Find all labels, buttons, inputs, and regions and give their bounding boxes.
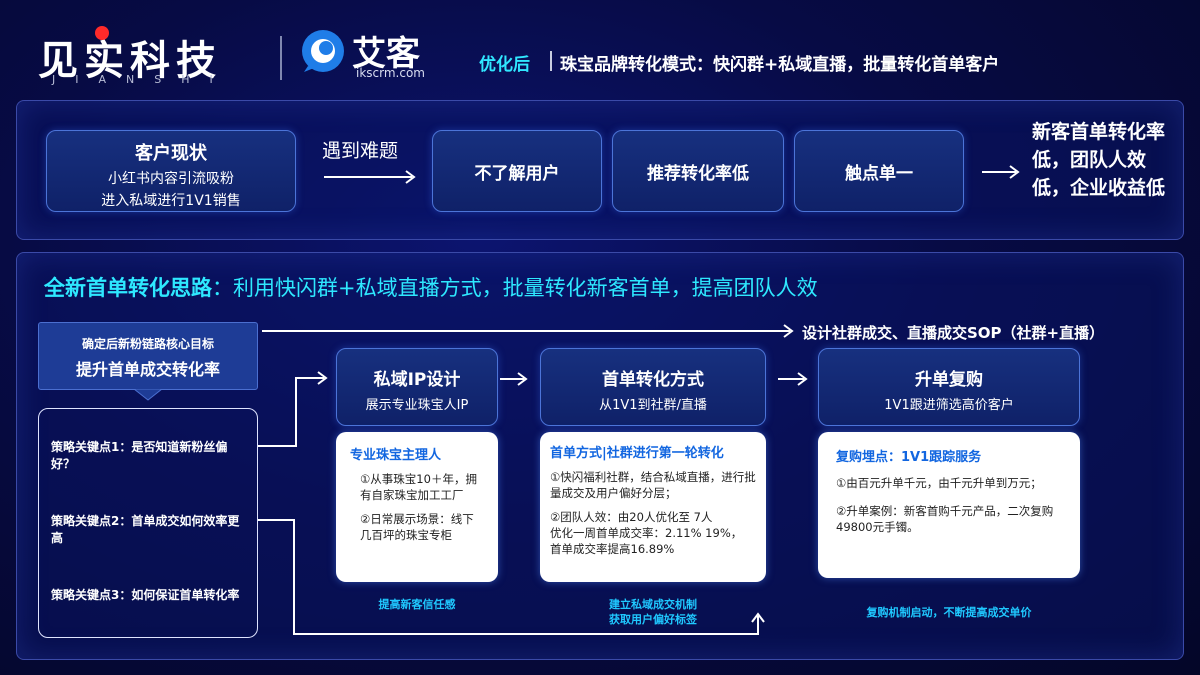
header-separator — [280, 36, 282, 80]
detail-text-3b: ②升单案例：新客首购千元产品，二次复购49800元手镯。 — [836, 504, 1054, 534]
approach-headline: 全新首单转化思路：利用快闪群+私域直播方式，批量转化新客首单，提高团队人效 — [44, 272, 818, 302]
flow-connectors — [258, 371, 765, 635]
sop-label: 设计社群成交、直播成交SOP（社群+直播） — [802, 324, 1105, 342]
arrow-right-icon — [324, 170, 416, 184]
brand-name: 见实科技 — [38, 38, 222, 84]
step-sub-3: 1V1跟进筛选高价客户 — [884, 398, 1014, 413]
core-goal-big: 提升首单成交转化率 — [75, 360, 220, 379]
customer-status-line2: 进入私域进行1V1销售 — [101, 193, 241, 209]
key-point-1: 策略关键点1：是否知道新粉丝偏好？ — [51, 440, 228, 471]
problem-card-1: 不了解用户 — [432, 130, 602, 212]
arrow-right-icon — [982, 165, 1020, 179]
sop-arrow-icon — [262, 324, 794, 338]
problem-label-1: 不了解用户 — [474, 163, 560, 184]
detail-text-2b: ②团队人效：由20人优化至 7人 — [550, 510, 713, 524]
header-bar — [550, 51, 552, 71]
goal-pointer-icon — [134, 389, 162, 401]
key-point-2: 策略关键点2：首单成交如何效率更高 — [51, 514, 240, 545]
customer-status-card: 客户现状 小红书内容引流吸粉 进入私域进行1V1销售 — [46, 130, 296, 212]
detail-text-1a: ①从事珠宝10＋年，拥有自家珠宝加工工厂 — [360, 472, 477, 502]
customer-status-title: 客户现状 — [135, 143, 207, 164]
note-trust: 提高新客信任感 — [378, 598, 456, 611]
note-preference: 获取用户偏好标签 — [609, 613, 697, 626]
step-card-upsell: 升单复购 1V1跟进筛选高价客户 — [818, 348, 1080, 426]
detail-text-1b: ②日常展示场景：线下几百坪的珠宝专柜 — [360, 512, 474, 542]
step-card-ip-design: 私域IP设计 展示专业珠宝人IP — [336, 348, 498, 426]
step-title-2: 首单转化方式 — [602, 370, 704, 390]
problem-label-2: 推荐转化率低 — [647, 163, 749, 184]
core-goal-box: 确定后新粉链路核心目标 提升首单成交转化率 — [38, 322, 258, 390]
brand-subtitle: JIANSHI — [52, 73, 233, 86]
problem-label-3: 触点单一 — [845, 163, 913, 184]
detail-title-2: 首单方式|社群进行第一轮转化 — [550, 446, 724, 461]
step-title-1: 私域IP设计 — [373, 370, 461, 390]
detail-text-2a: ①快闪福利社群，结合私域直播，进行批量成交及用户偏好分层； — [550, 470, 756, 500]
arrow-label: 遇到难题 — [322, 140, 399, 162]
step-sub-2: 从1V1到社群/直播 — [599, 398, 707, 413]
detail-title-1: 专业珠宝主理人 — [350, 448, 442, 463]
detail-card-upsell: 复购埋点：1V1跟踪服务 ①由百元升单千元，由千元升单到万元； ②升单案例：新客… — [818, 432, 1080, 578]
detail-text-2d: 首单成交率提高16.89% — [550, 542, 675, 556]
detail-text-2c: 优化一周首单成交率：2.11% 19%， — [550, 526, 743, 540]
arrow-right-icon — [778, 372, 808, 386]
key-points-box: 策略关键点1：是否知道新粉丝偏好？ 策略关键点2：首单成交如何效率更高 策略关键… — [38, 408, 258, 638]
detail-text-3a: ①由百元升单千元，由千元升单到万元； — [836, 476, 1042, 490]
logo-name: 艾客 — [352, 34, 420, 74]
step-title-3: 升单复购 — [915, 370, 983, 390]
detail-card-first-order: 首单方式|社群进行第一轮转化 ①快闪福利社群，结合私域直播，进行批量成交及用户偏… — [540, 432, 766, 582]
header-tag: 优化后 — [479, 55, 530, 75]
core-goal-small: 确定后新粉链路核心目标 — [81, 337, 214, 351]
brand-red-dot — [95, 26, 109, 40]
problem-card-2: 推荐转化率低 — [612, 130, 784, 212]
approach-headline-highlight: 全新首单转化思路 — [44, 276, 212, 300]
step-sub-1: 展示专业珠宝人IP — [365, 398, 469, 413]
arrow-right-icon — [500, 372, 528, 386]
note-repurchase: 复购机制启动，不断提高成交单价 — [866, 606, 1032, 619]
key-point-3: 策略关键点3：如何保证首单转化率 — [51, 588, 240, 602]
step-card-first-order: 首单转化方式 从1V1到社群/直播 — [540, 348, 766, 426]
customer-status-line1: 小红书内容引流吸粉 — [108, 171, 234, 187]
detail-title-3: 复购埋点：1V1跟踪服务 — [836, 450, 982, 465]
aike-logo-icon — [302, 30, 344, 72]
note-mechanism: 建立私域成交机制 — [609, 598, 697, 611]
problem-card-3: 触点单一 — [794, 130, 964, 212]
header-title: 珠宝品牌转化模式：快闪群+私域直播，批量转化首单客户 — [560, 55, 1000, 75]
detail-card-ip: 专业珠宝主理人 ①从事珠宝10＋年，拥有自家珠宝加工工厂 ②日常展示场景：线下几… — [336, 432, 498, 582]
logo-url: ikscrm.com — [356, 66, 425, 80]
approach-headline-rest: ：利用快闪群+私域直播方式，批量转化新客首单，提高团队人效 — [212, 276, 818, 300]
problem-result: 新客首单转化率低，团队人效低，企业收益低 — [1032, 121, 1166, 199]
